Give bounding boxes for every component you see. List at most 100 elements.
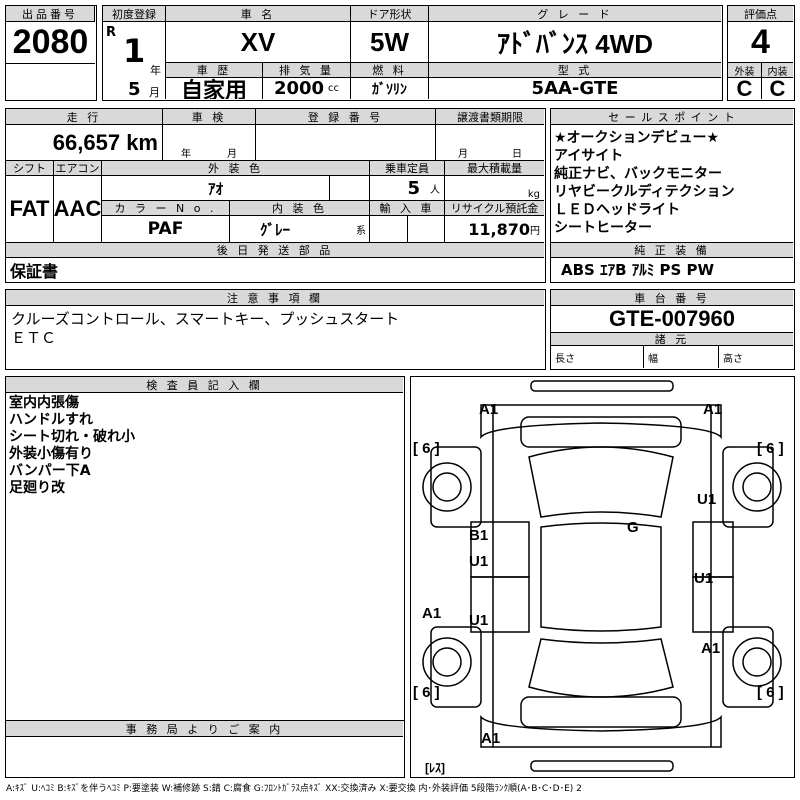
legend: A:ｷｽﾞ U:ﾍｺﾐ B:ｷｽﾞを伴うﾍｺﾐ P:要塗装 W:補修跡 S:錆 … [6,784,582,794]
car-outline-icon [422,380,782,772]
sales-point: ★オークションデビュー★ [554,130,720,146]
sales-points-list: ★オークションデビュー★ アイサイト 純正ナビ、バックモニター リヤビークルディ… [554,129,735,237]
shift-value: FAT [6,176,54,243]
notes-label: 注 意 事 項 欄 [6,290,544,306]
month-unit: 月 [227,149,237,160]
int-color-label: 内 装 色 [230,201,370,216]
ext-label: 外装 [728,63,762,78]
inspector-line: 外装小傷有り [9,446,93,462]
mileage-label: 走 行 [6,109,163,125]
sales-point: 純正ナビ、バックモニター [554,166,722,182]
length-field: 長さ [551,346,644,368]
damage-mark: A1 [481,730,501,747]
score-value: 4 [728,22,793,63]
month-unit: 月 [458,149,468,160]
damage-diagram: A1 A1 [ 6 ] [ 6 ] U1 G B1 U1 U1 A1 U1 A1… [410,376,795,778]
first-reg-value: R 1 年 5 月 [103,22,166,99]
score-label: 評価点 [728,6,793,22]
fuel-value: ｶﾞｿﾘﾝ [351,78,429,99]
inspector-notes: 室内内張傷 ハンドルすれ シート切れ・破れ小 外装小傷有り バンパー下A 足廻り… [9,395,135,497]
grade-value: ｱﾄﾞﾊﾞﾝｽ 4WD [429,22,721,63]
yen-unit: 円 [530,225,540,237]
first-reg-label: 初度登録 [103,6,166,22]
notes-box: 注 意 事 項 欄 クルーズコントロール、スマートキー、プッシュスタート ＥＴＣ [5,289,546,370]
transfer-value: 月日 [436,125,544,161]
inspection-value: 年月 [163,125,256,161]
month-unit: 月 [149,86,160,99]
inspector-line: 室内内張傷 [9,395,79,411]
import-cell-2 [408,216,445,243]
inspector-line: バンパー下A [9,463,91,479]
color-no-value: PAF [102,216,230,243]
lot-label: 出品番号 [6,6,95,22]
note-line: クルーズコントロール、スマートキー、プッシュスタート [11,310,400,328]
damage-mark: U1 [694,570,714,587]
reg-month: 5 [128,79,141,99]
lot-box: 出品番号 2080 [5,5,97,101]
inspection-label: 車 検 [163,109,256,125]
mileage-value: 66,657 km [6,125,163,161]
recycle-label: リサイクル預託金 [445,201,544,216]
spec-label: 諸 元 [551,333,793,346]
ac-value: AAC [54,176,102,243]
damage-mark: A1 [701,640,721,657]
vehicle-info: 初度登録 R 1 年 5 月 車 名 XV ドア形状 5W グ レ ー ド ｱﾄ… [102,5,723,101]
height-field: 高さ [723,353,743,365]
shift-label: シフト [6,161,54,176]
inspector-line: ハンドルすれ [9,412,93,428]
max-load-unit: kg [445,176,544,201]
score-box: 評価点 4 外装 内装 C C [727,5,795,101]
chassis-label: 車 台 番 号 [551,290,793,306]
history-label: 車 歴 [166,63,263,78]
office-box: 事 務 局 よ り ご 案 内 [5,720,405,778]
reg-year: 1 [123,32,146,70]
later-parts-label: 後 日 発 送 部 品 [6,243,544,258]
chassis-box: 車 台 番 号 GTE-007960 諸 元 長さ 幅 高さ [550,289,795,370]
damage-mark: B1 [469,527,489,544]
sales-point: ＬＥＤヘッドライト [554,202,680,218]
car-name-label: 車 名 [166,6,351,22]
capacity-label: 乗車定員 [370,161,445,176]
displacement-value: 2000 [273,78,325,99]
damage-mark: [ 6 ] [757,684,784,701]
damage-mark: G [627,519,639,536]
damage-mark: U1 [469,612,489,629]
model-value: 5AA-GTE [531,78,619,99]
ext-color-label: 外 装 色 [102,161,370,176]
cc-unit: cc [328,83,340,94]
year-unit: 年 [181,149,191,160]
damage-mark: [ﾚｽ] [425,761,445,775]
recycle-value: 11,870 [468,219,530,239]
max-load-label: 最大積載量 [445,161,544,176]
reg-no-value [256,125,436,161]
office-label: 事 務 局 よ り ご 案 内 [6,721,403,737]
ext-color-value: ｱｵ [102,176,330,201]
int-grade: C [769,78,786,99]
color-no-label: カ ラ ー N o . [102,201,230,216]
damage-mark: U1 [469,553,489,570]
width-field: 幅 [644,346,719,368]
transfer-label: 譲渡書類期限 [436,109,544,125]
era: R [106,25,117,40]
door-label: ドア形状 [351,6,429,22]
equipment-label: 純 正 装 備 [551,242,793,258]
import-label: 輸 入 車 [370,201,445,216]
reg-no-label: 登 録 番 号 [256,109,436,125]
inspector-label: 検 査 員 記 入 欄 [6,377,403,393]
damage-mark: A1 [703,401,723,418]
displacement-label: 排 気 量 [263,63,351,78]
details-box: 走 行 66,657 km 車 検 年月 登 録 番 号 譲渡書類期限 月日 シ… [5,108,546,283]
import-cell-1 [370,216,408,243]
int-color: ｸﾞﾚｰ系 [230,216,370,243]
ext-color-extra [330,176,370,201]
lot-number: 2080 [6,22,95,64]
damage-mark: [ 6 ] [413,684,440,701]
year-unit: 年 [150,64,161,77]
notes-text: クルーズコントロール、スマートキー、プッシュスタート ＥＴＣ [11,310,399,348]
fuel-label: 燃 料 [351,63,429,78]
day-unit: 日 [512,149,522,160]
person-unit: 人 [430,184,440,196]
